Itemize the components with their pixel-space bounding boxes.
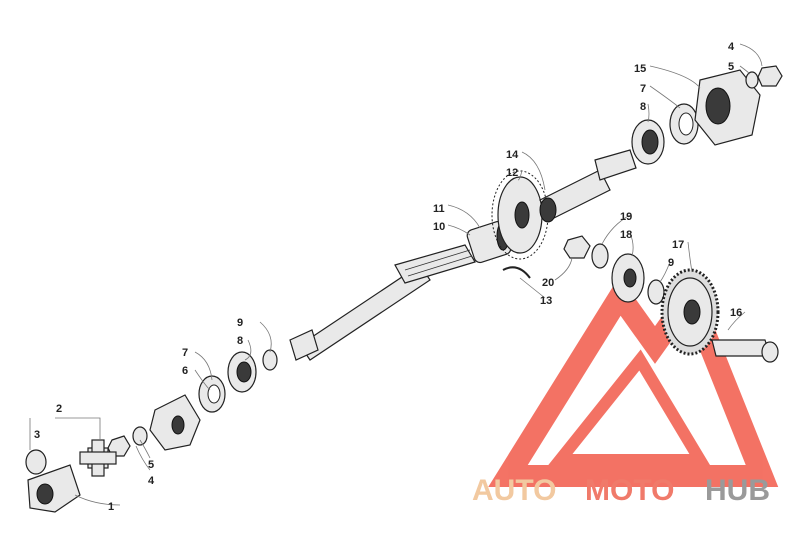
callout-5b: 5 xyxy=(728,61,734,73)
watermark-hub: HUB xyxy=(705,474,770,507)
lower-washer-5 xyxy=(132,426,148,446)
callout-9b: 9 xyxy=(668,257,674,269)
callout-4: 4 xyxy=(148,475,155,487)
watermark-logo xyxy=(488,273,779,487)
large-gear xyxy=(660,268,720,356)
input-yoke xyxy=(27,464,81,513)
callout-11: 11 xyxy=(433,203,445,215)
upper-washer xyxy=(745,71,759,89)
callout-17: 17 xyxy=(672,239,684,251)
main-shaft xyxy=(289,244,476,361)
callout-10: 10 xyxy=(433,221,445,233)
drive-gear xyxy=(611,253,645,303)
spacer-washer xyxy=(647,279,665,305)
callout-18: 18 xyxy=(620,229,632,241)
callout-3: 3 xyxy=(34,429,40,441)
upper-bearing xyxy=(631,119,665,165)
upper-seal xyxy=(669,103,699,145)
flange-hub xyxy=(694,69,761,146)
lower-washer xyxy=(262,349,278,371)
callout-20: 20 xyxy=(542,277,554,289)
leader-lines xyxy=(29,43,763,506)
callout-2: 2 xyxy=(56,403,62,415)
universal-joint xyxy=(79,439,117,477)
stub-shaft xyxy=(711,339,779,363)
snap-ring xyxy=(502,266,531,279)
callout-1: 1 xyxy=(108,501,114,513)
callout-7: 7 xyxy=(182,347,188,359)
bevel-gear xyxy=(491,170,549,260)
callout-8b: 8 xyxy=(640,101,646,113)
bearing-cap xyxy=(25,449,47,475)
callout-8: 8 xyxy=(237,335,243,347)
callout-9: 9 xyxy=(237,317,243,329)
callout-13: 13 xyxy=(540,295,552,307)
callout-labels: 1 2 3 4 5 6 7 8 9 10 11 12 13 14 15 7 8 … xyxy=(34,41,742,513)
gear-nut xyxy=(563,235,591,259)
watermark-moto: MOTO xyxy=(585,474,674,507)
gear-washer xyxy=(591,243,609,269)
output-shaft xyxy=(539,149,637,223)
watermark-wordmark: AUTO MOTO HUB xyxy=(472,474,770,507)
lower-bearing xyxy=(227,351,257,393)
callout-14: 14 xyxy=(506,149,519,161)
yoke xyxy=(149,394,201,451)
callout-4b: 4 xyxy=(728,41,735,53)
upper-nut xyxy=(757,65,783,87)
callout-5: 5 xyxy=(148,459,154,471)
callout-15: 15 xyxy=(634,63,646,75)
callout-12: 12 xyxy=(506,167,518,179)
callout-19: 19 xyxy=(620,211,632,223)
callout-7b: 7 xyxy=(640,83,646,95)
callout-6: 6 xyxy=(182,365,188,377)
callout-16: 16 xyxy=(730,307,742,319)
watermark-auto: AUTO xyxy=(472,474,556,507)
